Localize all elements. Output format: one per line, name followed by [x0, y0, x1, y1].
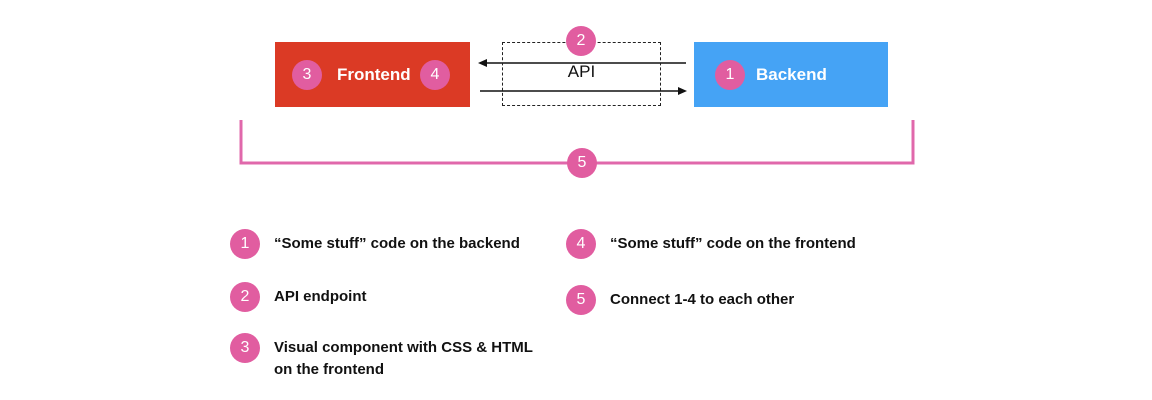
backend-badge: 1	[715, 60, 745, 90]
legend-item-3: 3 Visual component with CSS & HTML on th…	[230, 333, 554, 381]
legend-text-4: “Some stuff” code on the frontend	[610, 235, 856, 252]
frontend-label: Frontend	[337, 64, 411, 84]
backend-label: Backend	[756, 64, 827, 84]
backend-box: 1 Backend	[694, 42, 888, 107]
legend-item-5: 5 Connect 1-4 to each other	[566, 285, 794, 315]
connect-badge: 5	[567, 148, 597, 178]
legend-badge-5: 5	[566, 285, 596, 315]
legend-item-2: 2 API endpoint	[230, 282, 367, 312]
legend-item-4: 4 “Some stuff” code on the frontend	[566, 229, 856, 259]
legend-badge-3: 3	[230, 333, 260, 363]
legend-badge-4: 4	[566, 229, 596, 259]
legend-text-2: API endpoint	[274, 288, 367, 305]
legend-text-3: Visual component with CSS & HTML on the …	[274, 339, 533, 378]
frontend-badge-right: 4	[420, 60, 450, 90]
api-arrow-left	[478, 59, 686, 67]
legend-badge-1: 1	[230, 229, 260, 259]
legend-text-1: “Some stuff” code on the backend	[274, 235, 520, 252]
legend-badge-2: 2	[230, 282, 260, 312]
frontend-badge-left: 3	[292, 60, 322, 90]
frontend-box: 3 Frontend 4	[275, 42, 470, 107]
api-label: API	[567, 62, 596, 81]
api-arrow-right	[480, 87, 687, 95]
legend-item-1: 1 “Some stuff” code on the backend	[230, 229, 520, 259]
legend-text-5: Connect 1-4 to each other	[610, 291, 795, 308]
api-badge: 2	[566, 26, 596, 56]
